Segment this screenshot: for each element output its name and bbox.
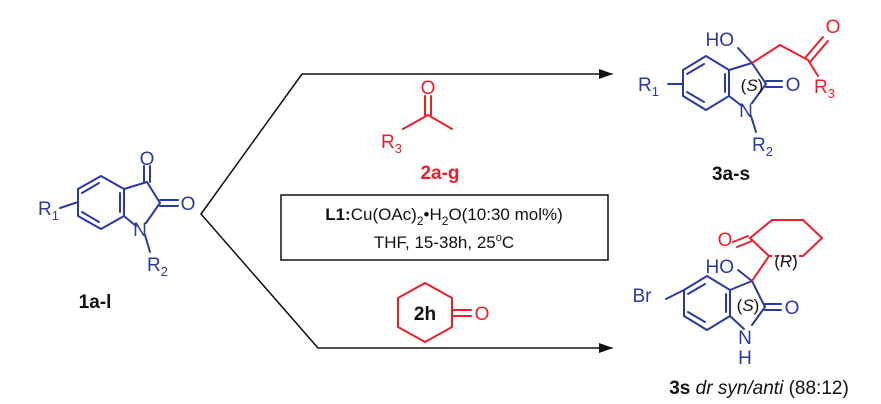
atom-br: Br — [633, 286, 653, 307]
atom-n: N — [133, 220, 147, 241]
atom-o-top: O — [140, 149, 155, 170]
compound-label-2a-g: 2a-g — [420, 163, 459, 184]
stereo-descriptor: (S) — [741, 76, 764, 95]
reagent-cyclohexanone-2h: 2h O — [397, 282, 490, 343]
atom-r1: R1 — [38, 199, 59, 223]
arrow-upper — [200, 69, 613, 215]
stereo-descriptor-s: (S) — [737, 296, 760, 315]
reagent-ketone-2a-g: O R3 2a-g — [381, 78, 460, 184]
atom-nh: N — [738, 328, 752, 349]
conditions-line-2: THF, 15-38h, 25oC — [374, 232, 514, 252]
compound-label-1a-l: 1a-l — [79, 292, 112, 313]
product-3a-s: HO O R3 (S) O N R1 R2 3a-s — [638, 17, 840, 185]
reaction-arrows — [200, 69, 613, 353]
atom-nh-h: H — [738, 348, 752, 369]
product-3s: O HO (R) (S) Br O N H 3s dr syn/anti (88… — [633, 219, 849, 399]
stereo-descriptor-r: (R) — [774, 252, 798, 271]
atom-o-ketone: O — [718, 230, 733, 251]
atom-r1: R1 — [638, 75, 659, 99]
atom-o: O — [475, 304, 490, 325]
atom-o-lactam: O — [786, 75, 801, 96]
compound-label-3a-s: 3a-s — [712, 164, 750, 185]
reaction-conditions: L1:Cu(OAc)2•H2O(10:30 mol%) THF, 15-38h,… — [280, 194, 609, 261]
atom-r3: R3 — [381, 132, 402, 156]
arrow-lower — [200, 213, 613, 353]
atom-o-lactam: O — [785, 298, 800, 319]
atom-o: O — [421, 78, 436, 99]
atom-ho: HO — [706, 30, 735, 51]
atom-r2: R2 — [147, 255, 168, 279]
conditions-box — [280, 194, 609, 261]
atom-r2: R2 — [752, 135, 773, 159]
atom-ho: HO — [706, 257, 735, 278]
atom-o-ketone: O — [826, 17, 841, 38]
compound-label-2h: 2h — [414, 304, 436, 325]
atom-n: N — [739, 101, 753, 122]
reactant-isatin: O O N R1 R2 1a-l — [38, 149, 195, 313]
compound-label-3s: 3s dr syn/anti (88:12) — [669, 378, 849, 399]
conditions-line-1: L1:Cu(OAc)2•H2O(10:30 mol%) — [325, 205, 563, 228]
atom-r3: R3 — [814, 77, 835, 101]
atom-o-right: O — [181, 194, 196, 215]
